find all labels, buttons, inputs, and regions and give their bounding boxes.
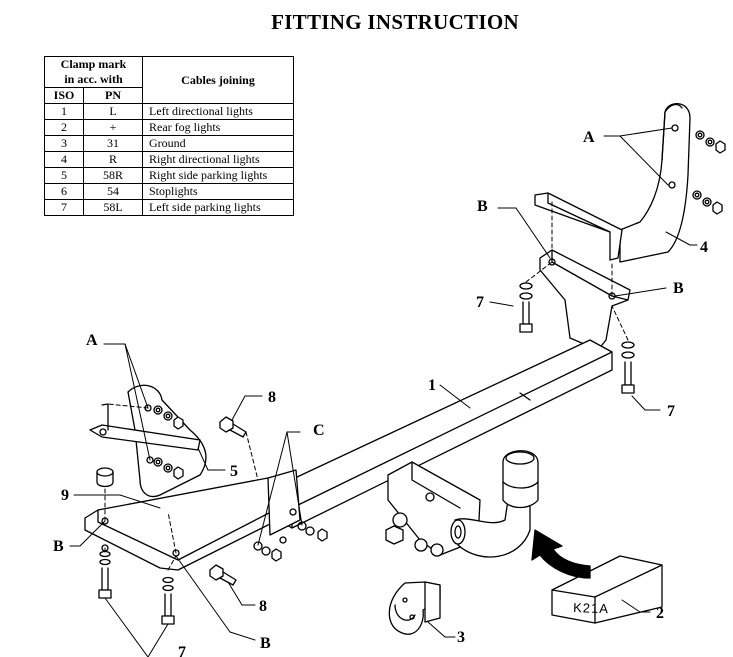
tow-ball (502, 450, 539, 509)
legend-pn: 31 (83, 135, 143, 152)
reinforcing-plate (534, 192, 623, 261)
kit-box (551, 555, 663, 624)
legend-cable: Right directional lights (142, 151, 294, 168)
bolt-7-bottom-right (161, 576, 175, 625)
legend-header-clamp-line1: Clamp mark (60, 57, 127, 71)
callout-1: 1 (428, 377, 436, 394)
callout-5: 5 (230, 463, 238, 480)
legend-header-pn: PN (83, 87, 143, 104)
callout-4: 4 (700, 239, 708, 256)
right-mounting-arm (539, 249, 631, 351)
callout-8-upper: 8 (268, 389, 276, 406)
assembly-guide-lines (104, 199, 629, 571)
callout-9: 9 (61, 487, 69, 504)
callout-3: 3 (457, 629, 465, 646)
right-bracket-bolts-lower (692, 190, 723, 215)
right-side-bracket (619, 103, 691, 263)
plate-bolts (385, 512, 444, 557)
page-title: FITTING INSTRUCTION (271, 10, 519, 34)
right-bracket-bolts-upper (695, 130, 726, 154)
callout-a-left: A (86, 332, 98, 349)
tow-ball-neck (450, 499, 531, 558)
kit-box-label: K21A (573, 600, 609, 616)
left-bracket-bolts-upper (153, 405, 184, 430)
callout-b-bottom: B (260, 635, 271, 652)
legend-header-clamp-line2: in acc. with (64, 72, 123, 86)
legend-cable: Stoplights (142, 183, 294, 200)
legend-pn: 58L (83, 199, 143, 216)
callout-7-upper: 7 (476, 294, 484, 311)
legend-cable: Right side parking lights (142, 167, 294, 184)
callout-7-right: 7 (667, 403, 675, 420)
electrical-socket-plate (388, 581, 441, 635)
wiring-legend-table: Clamp mark in acc. with Cables joining I… (44, 56, 294, 216)
callout-b-left: B (53, 538, 64, 555)
bolt-8-upper (219, 416, 247, 438)
callout-a-right: A (583, 129, 595, 146)
c-bolts (253, 521, 328, 562)
callout-b-upper-left: B (477, 198, 488, 215)
spacer-tube-upper (96, 467, 114, 488)
callout-b-upper-right: B (673, 280, 684, 297)
bolt-7-upper (519, 282, 533, 333)
bolt-7-right (621, 341, 635, 394)
callout-2: 2 (656, 605, 664, 622)
left-bracket-bolts-lower (153, 457, 184, 480)
legend-iso: 7 (44, 199, 84, 216)
legend-header-clamp: Clamp mark in acc. with (44, 56, 143, 88)
crossbar-left-flange (267, 469, 301, 544)
left-mounting-plate (84, 477, 299, 571)
leader-lines (69, 127, 698, 657)
callout-8-lower: 8 (259, 598, 267, 615)
callout-labels: A 4 B B 7 7 1 A 5 9 B C 8 8 B 7 3 2 (53, 129, 708, 657)
legend-cable: Left side parking lights (142, 199, 294, 216)
legend-header-cables: Cables joining (142, 56, 294, 104)
direction-arrow (531, 529, 591, 579)
callout-c: C (313, 422, 325, 439)
callout-7-bottom: 7 (178, 644, 186, 657)
legend-cable: Ground (142, 135, 294, 152)
legend-pn: 54 (83, 183, 143, 200)
bolt-7-bottom-left (98, 550, 112, 599)
bolt-8-lower (209, 564, 237, 586)
